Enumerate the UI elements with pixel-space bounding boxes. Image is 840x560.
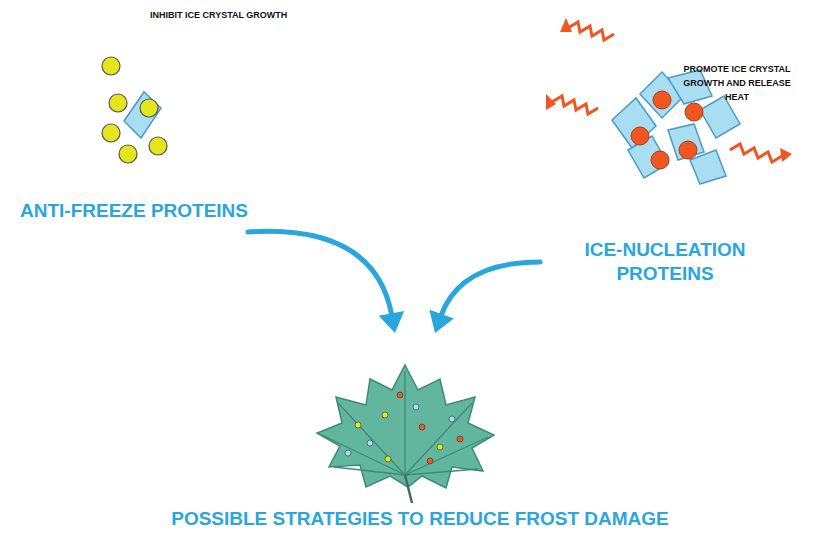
ice-nucleation-protein xyxy=(631,91,703,169)
curved-arrow xyxy=(248,231,404,333)
effect-note: INHIBIT ICE CRYSTAL GROWTH xyxy=(150,8,320,22)
effect-note: PROMOTE ICE CRYSTAL GROWTH AND RELEASE H… xyxy=(673,62,801,104)
arrow-head xyxy=(429,310,454,333)
arrow-line xyxy=(248,231,392,315)
antifreeze-protein xyxy=(102,57,167,163)
heat-wave-head xyxy=(546,18,792,162)
leaf-group: POSSIBLE STRATEGIES TO REDUCE FROST DAMA… xyxy=(190,335,650,550)
antifreeze-group: INHIBIT ICE CRYSTAL GROWTHANTI-FREEZE PR… xyxy=(10,0,242,226)
curved-arrow xyxy=(429,262,540,333)
arrow-line xyxy=(441,262,540,316)
protein-label: ICE-NUCLEATION PROTEINS xyxy=(575,238,755,286)
caption-title: POSSIBLE STRATEGIES TO REDUCE FROST DAMA… xyxy=(110,507,730,531)
nucleation-group: PROMOTE ICE CRYSTAL GROWTH AND RELEASE H… xyxy=(540,0,836,282)
arrow-head xyxy=(379,311,405,333)
protein-label: ANTI-FREEZE PROTEINS xyxy=(20,199,280,223)
ice-crystal xyxy=(124,92,161,138)
